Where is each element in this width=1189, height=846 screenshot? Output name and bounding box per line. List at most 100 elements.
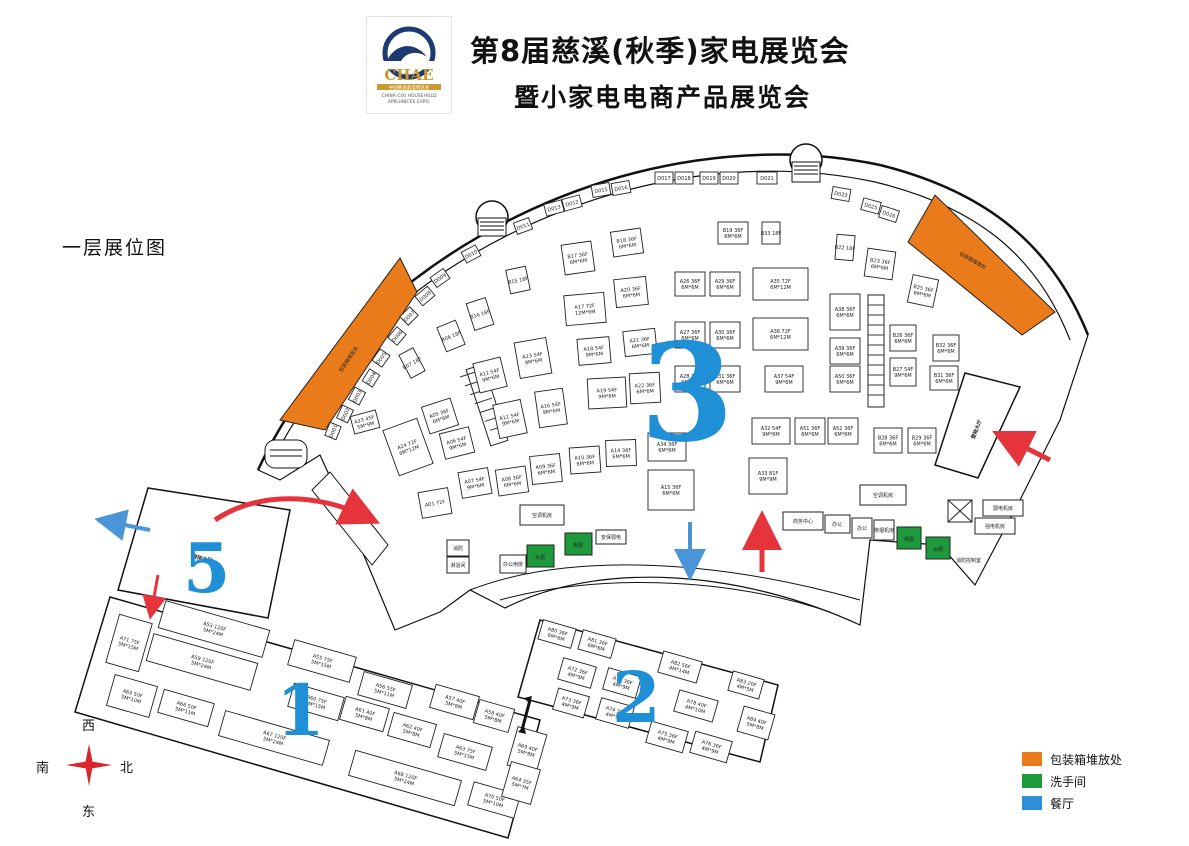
booth-d018[interactable]: D018 <box>674 171 694 185</box>
booth-b15[interactable]: B15 18F <box>505 265 531 295</box>
booth-d013[interactable]: D013 <box>543 199 565 217</box>
booth-d004[interactable]: D004 <box>361 368 381 388</box>
booth-b33[interactable]: B33 18F <box>761 221 782 245</box>
booth-b06[interactable]: B06 18F <box>436 319 466 353</box>
booth-b16[interactable]: B16 18F <box>465 297 495 331</box>
booth-a01[interactable]: A01 72F <box>417 487 453 519</box>
booth-d019[interactable]: D019 <box>699 171 719 185</box>
booth-b22[interactable]: B22 18F <box>834 233 857 262</box>
booth-d009[interactable]: D009 <box>429 267 451 289</box>
booth-d015[interactable]: D015 <box>590 182 612 198</box>
booth-d011[interactable]: D011 <box>512 217 534 235</box>
booth-d008[interactable]: D008 <box>414 285 436 307</box>
booth-d007[interactable]: D007 <box>399 306 419 326</box>
booth-d012[interactable]: D012 <box>561 194 583 212</box>
booth-d026[interactable]: D026 <box>878 204 900 224</box>
booth-d016[interactable]: D016 <box>610 180 632 196</box>
booth-d010[interactable]: D010 <box>460 244 482 264</box>
booth-d023[interactable]: D023 <box>830 186 852 202</box>
booth-b07[interactable]: B07 18F <box>397 347 428 380</box>
booth-d017[interactable]: D017 <box>654 171 674 185</box>
booth-d003[interactable]: D003 <box>347 386 367 406</box>
booth-d001[interactable]: D001 <box>324 421 342 441</box>
booth-d021[interactable]: D021 <box>756 171 778 185</box>
booth-d025[interactable]: D025 <box>860 197 882 215</box>
